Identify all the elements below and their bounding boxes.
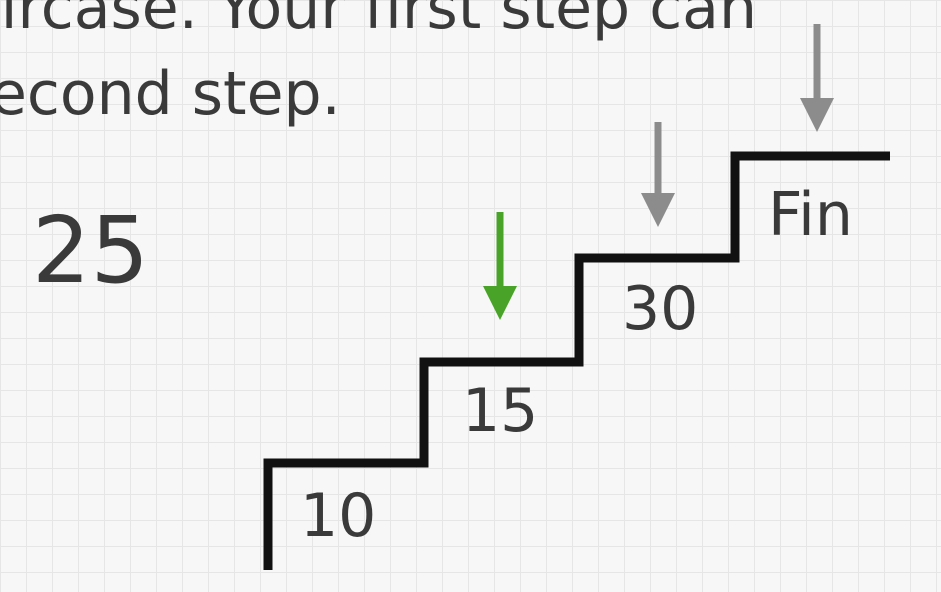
staircase-outline <box>263 151 890 570</box>
running-total: 25 <box>32 197 150 304</box>
caption-line-1: aircase. Your first step can <box>0 0 757 43</box>
caption-line-2: econd step. <box>0 59 341 129</box>
arrow-down-icon <box>800 98 834 132</box>
next-step-arrow-1 <box>641 122 675 227</box>
arrow-down-icon <box>641 193 675 227</box>
step-label-3: 30 <box>622 274 699 344</box>
step-label-1: 10 <box>300 481 377 551</box>
next-step-arrow-2 <box>800 24 834 132</box>
current-step-arrow <box>483 212 517 320</box>
step-label-finish: Fin <box>768 180 853 250</box>
step-label-2: 15 <box>462 376 539 446</box>
arrow-down-icon <box>483 286 517 320</box>
